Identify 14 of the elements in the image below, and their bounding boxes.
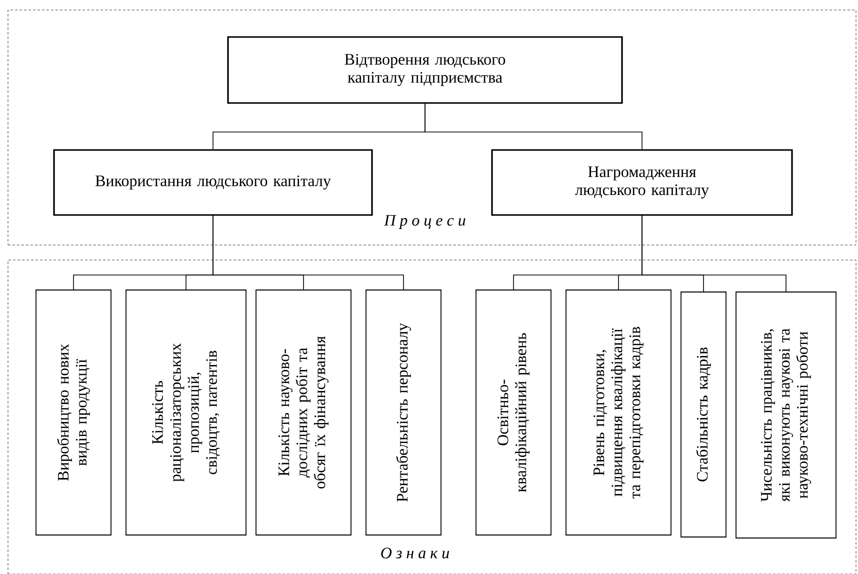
indicator-box: Рівень підготовки, підвищення кваліфікації та перепідготовки кадрів [566, 290, 672, 536]
indicator-box: Освітньо-кваліфікаційний рівень [476, 290, 552, 536]
indicator-box: Кількість науково-дослідних робіт та обсяг їх фінансування [256, 290, 352, 536]
indicator-box: Чисельність працівників, які виконують наукові та науково-технічні роботи [736, 292, 836, 538]
connector-line [642, 215, 786, 292]
connector-line [212, 215, 404, 290]
process-box: Використання людського капіталу [53, 149, 373, 216]
process-box: Відтворення людського капіталу підприємства [227, 36, 623, 104]
indicator-box: Виробництво нових видів продукції [36, 290, 112, 536]
indicator-box: Рентабельність персоналу [366, 290, 442, 536]
process-box: Нагромадження людського капіталу [491, 149, 793, 216]
indicator-box: Стабільність кадрів [680, 292, 726, 538]
indicator-box: Кількість раціоналізаторських пропозицій, свідоцтв, патентів [126, 290, 246, 536]
connector-line [424, 103, 642, 150]
